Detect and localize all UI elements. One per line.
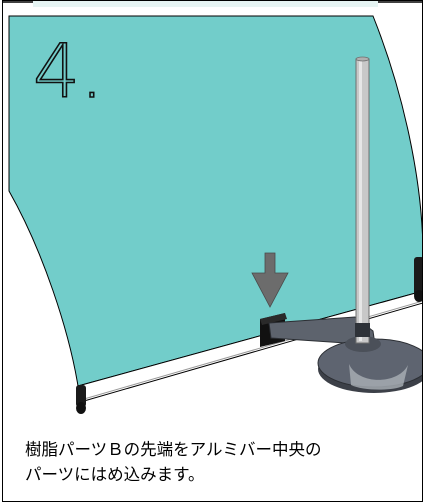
- right-end-cap: [414, 257, 422, 302]
- banner-stand-illustration: 4.: [3, 1, 422, 414]
- down-arrow-icon: [251, 252, 289, 308]
- step-number: 4.: [33, 29, 104, 115]
- top-strip: [33, 1, 378, 7]
- instruction-caption: 樹脂パーツＢの先端をアルミバー中央の パーツにはめ込みます。: [25, 437, 415, 487]
- caption-line-1: 樹脂パーツＢの先端をアルミバー中央の: [25, 440, 322, 459]
- caption-line-2: パーツにはめ込みます。: [25, 465, 205, 484]
- banner-fabric: [8, 15, 422, 387]
- stand-base: [317, 336, 422, 393]
- pole: [355, 56, 370, 344]
- left-end-cap: [76, 385, 86, 414]
